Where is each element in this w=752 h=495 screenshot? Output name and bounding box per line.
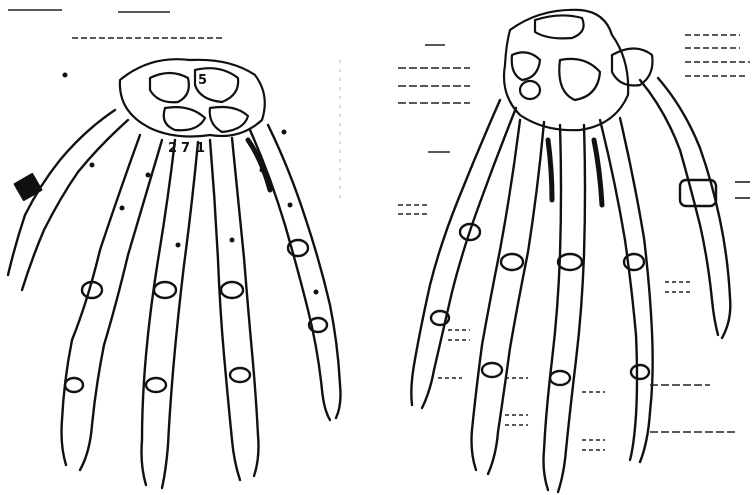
dot: [314, 290, 319, 295]
dot: [282, 130, 287, 135]
ring-shadow: [248, 140, 270, 190]
ref-number: 2: [168, 141, 177, 156]
little-bone: [411, 100, 500, 405]
ring-bone: [232, 138, 259, 476]
middle-joint: [558, 254, 582, 270]
middle-joint: [146, 378, 166, 392]
thumb-joint: [15, 174, 41, 200]
thumb-bone: [658, 78, 730, 338]
dot: [120, 206, 125, 211]
carpal-bone: [150, 73, 189, 102]
dot: [260, 168, 265, 173]
index-bone: [62, 135, 141, 465]
carpal-bone: [164, 107, 205, 130]
middle-joint: [550, 371, 570, 385]
ring-joint: [482, 363, 502, 377]
ring-bone: [488, 122, 544, 474]
carpal-bone: [520, 81, 540, 99]
ring-joint: [221, 282, 243, 298]
right-carpals: [504, 10, 653, 130]
dot: [63, 73, 68, 78]
left-fingers: [8, 110, 341, 488]
dot: [288, 203, 293, 208]
carpal-bone: [612, 49, 653, 86]
carpal-bone: [559, 59, 600, 100]
left-hand-skeleton: 5 2 7 1: [8, 10, 341, 488]
middle-joint: [154, 282, 176, 298]
ref-number: 5: [198, 73, 207, 88]
ring-joint: [230, 368, 250, 382]
ring-bone: [210, 140, 240, 480]
palmar-shadow: [548, 140, 552, 200]
right-fingers: [411, 78, 730, 492]
left-carpals: [120, 59, 265, 136]
ref-number: 7: [181, 141, 190, 156]
ring-joint: [501, 254, 523, 270]
index-joint: [65, 378, 83, 392]
left-title-marks: [8, 10, 225, 38]
dot: [176, 243, 181, 248]
left-dots: [63, 73, 319, 295]
carpal-bone: [512, 52, 540, 80]
index-joint: [631, 365, 649, 379]
carpal-bone: [210, 107, 248, 132]
palmar-shadow: [594, 140, 602, 205]
carpal-bone: [535, 15, 584, 38]
dot: [90, 163, 95, 168]
right-hand-skeleton: [398, 10, 750, 492]
ring-bone: [472, 120, 521, 470]
ref-number: 1: [196, 141, 205, 156]
dot: [146, 173, 151, 178]
carpal-outline: [504, 10, 628, 130]
thumb-bone: [22, 120, 128, 290]
right-annotations: [398, 35, 750, 450]
little-bone: [268, 125, 341, 418]
thumb-bone: [640, 80, 718, 335]
dot: [230, 238, 235, 243]
